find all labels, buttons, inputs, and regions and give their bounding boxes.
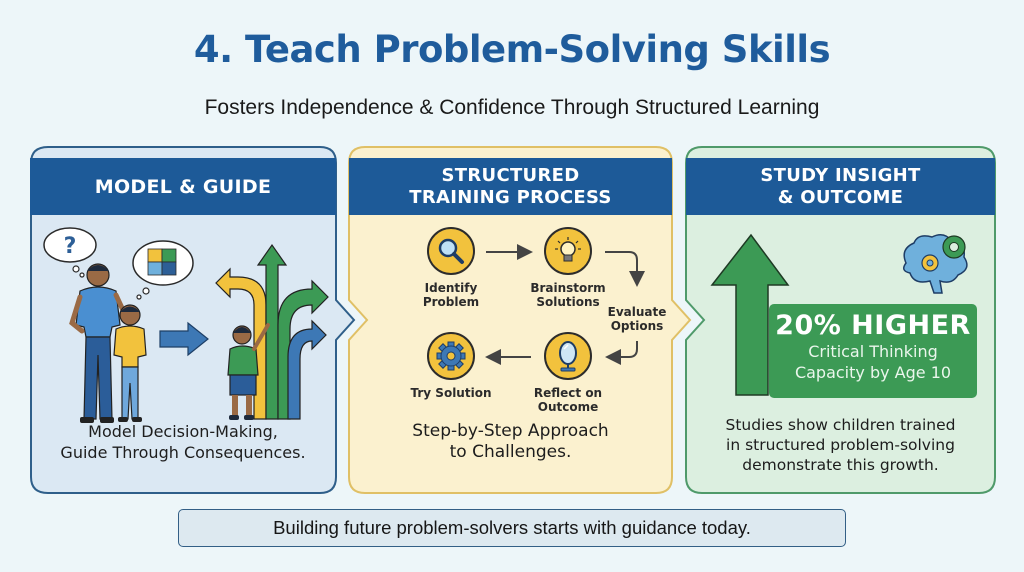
- stat-value: 20% HIGHER: [775, 310, 971, 341]
- panel-header: STUDY INSIGHT & OUTCOME: [686, 158, 995, 215]
- step-label: Reflect on: [533, 386, 603, 400]
- step-circle: [427, 227, 475, 275]
- panel-title-line: & OUTCOME: [777, 186, 904, 208]
- panel-title: MODEL & GUIDE: [94, 175, 272, 198]
- process-arrows: [485, 244, 645, 365]
- svg-text:?: ?: [64, 234, 77, 259]
- page-title: 4. Teach Problem-Solving Skills: [193, 28, 831, 71]
- caption-line: Studies show children trained: [725, 416, 956, 434]
- magnifier-icon: [438, 238, 464, 264]
- gear-icon: [436, 341, 466, 371]
- caption-line: to Challenges.: [449, 442, 572, 462]
- footer-banner: Building future problem-solvers starts w…: [178, 509, 846, 547]
- step-label: Solutions: [536, 295, 600, 309]
- puzzle-thought-bubble-icon: [132, 240, 194, 300]
- caption-line: demonstrate this growth.: [742, 456, 939, 474]
- panel-title-line: TRAINING PROCESS: [409, 186, 612, 208]
- step-circle: [427, 332, 475, 380]
- growth-arrow-icon: [710, 233, 790, 396]
- arrow-right-icon: [159, 321, 209, 357]
- step-label: Identify: [424, 281, 478, 295]
- panel-model-guide: MODEL & GUIDE ?: [30, 147, 336, 493]
- caption-line: in structured problem-solving: [726, 436, 955, 454]
- step-reflect-outcome: Reflect on Outcome: [518, 332, 618, 414]
- panel-caption: Studies show children trained in structu…: [686, 415, 995, 475]
- page-subtitle: Fosters Independence & Confidence Throug…: [204, 96, 820, 119]
- panel-caption: Step-by-Step Approach to Challenges.: [349, 421, 672, 463]
- caption-line: Step-by-Step Approach: [412, 421, 609, 441]
- step-identify-problem: Identify Problem: [401, 227, 501, 309]
- step-label: Problem: [422, 295, 480, 309]
- step-evaluate-options: Evaluate Options: [597, 305, 677, 333]
- step-label: Try Solution: [410, 386, 492, 400]
- question-thought-bubble-icon: ?: [43, 227, 97, 278]
- model-guide-illustration: ?: [43, 227, 329, 423]
- step-brainstorm-solutions: Brainstorm Solutions: [518, 227, 618, 309]
- lightbulb-icon: [555, 237, 581, 262]
- step-label: Evaluate: [607, 305, 667, 319]
- panel-caption: Model Decision-Making, Guide Through Con…: [30, 421, 336, 463]
- stat-highlight-box: 20% HIGHER Critical Thinking Capacity by…: [769, 304, 977, 398]
- step-label: Options: [610, 319, 664, 333]
- child-figure-icon: [113, 304, 147, 422]
- brain-gears-icon: [903, 234, 968, 294]
- step-label: Outcome: [537, 400, 599, 414]
- panel-title-line: STUDY INSIGHT: [760, 164, 921, 186]
- stat-description: Critical Thinking: [808, 342, 938, 361]
- caption-line: Guide Through Consequences.: [60, 443, 306, 462]
- step-label: Brainstorm: [530, 281, 606, 295]
- panel-title-line: STRUCTURED: [441, 164, 580, 186]
- panel-header: STRUCTURED TRAINING PROCESS: [349, 158, 672, 215]
- child-choosing-figure-icon: [227, 323, 270, 420]
- caption-line: Model Decision-Making,: [88, 422, 278, 441]
- panel-study-insight: STUDY INSIGHT & OUTCOME 20% HIGHER Criti…: [686, 147, 995, 493]
- panel-structured-training: STRUCTURED TRAINING PROCESS Identify Pro…: [349, 147, 672, 493]
- stat-description: Capacity by Age 10: [794, 363, 952, 382]
- step-try-solution: Try Solution: [401, 332, 501, 400]
- step-circle: [544, 332, 592, 380]
- parent-figure-icon: [69, 263, 131, 423]
- step-circle: [544, 227, 592, 275]
- panel-header: MODEL & GUIDE: [30, 158, 336, 215]
- mirror-icon: [559, 341, 577, 372]
